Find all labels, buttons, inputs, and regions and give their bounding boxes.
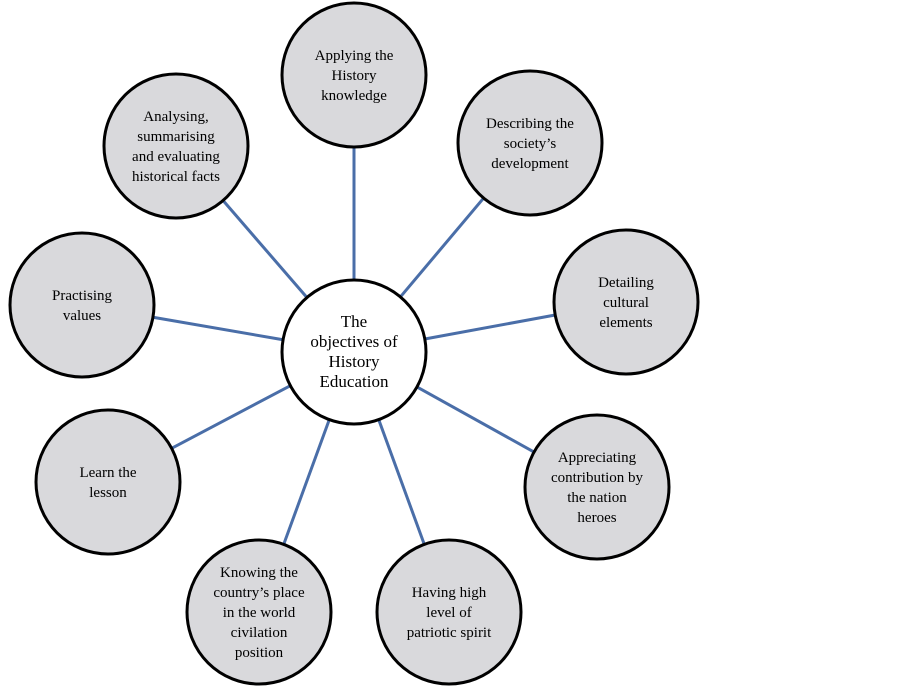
- label-line: country’s place: [213, 585, 305, 601]
- connector-line: [377, 419, 426, 545]
- objective-node: [185, 538, 333, 686]
- node-label: Having high level of patriotic spirit: [407, 585, 492, 641]
- label-line: History: [332, 68, 378, 84]
- label-line: in the world: [223, 605, 296, 621]
- connector-line: [424, 313, 556, 341]
- objective-node: [523, 413, 671, 561]
- node-label: Learn the lesson: [79, 465, 136, 501]
- node-label: Detailing cultural elements: [598, 275, 654, 331]
- label-line: Knowing the: [220, 565, 298, 581]
- label-line: objectives of: [310, 332, 398, 351]
- connector-line: [399, 197, 485, 298]
- label-line: society’s: [504, 136, 557, 152]
- objective-node: [34, 408, 182, 556]
- label-line: Having high: [412, 585, 487, 601]
- connector-line: [282, 419, 331, 545]
- label-line: contribution by: [551, 470, 644, 486]
- label-line: The: [341, 312, 367, 331]
- node-label: Appreciating contribution by the nation her…: [551, 450, 644, 526]
- center-node: [280, 278, 428, 426]
- label-line: summarising: [137, 129, 215, 145]
- label-line: and evaluating: [132, 149, 220, 165]
- label-line: values: [63, 308, 101, 324]
- label-line: the nation: [567, 490, 627, 506]
- objective-node: [552, 228, 700, 376]
- label-line: lesson: [89, 485, 127, 501]
- connector-line: [170, 384, 292, 450]
- objective-node: [8, 231, 156, 379]
- objective-node: [280, 1, 428, 149]
- label-line: History: [329, 352, 381, 371]
- node-label: Describing the society’s development: [486, 116, 574, 172]
- label-line: development: [491, 156, 569, 172]
- label-line: Detailing: [598, 275, 654, 291]
- node-label: Analysing, summarising and evaluating histo…: [132, 109, 220, 185]
- label-line: Learn the: [79, 465, 136, 481]
- label-line: patriotic spirit: [407, 625, 492, 641]
- label-line: heroes: [577, 510, 616, 526]
- label-line: cultural: [603, 295, 649, 311]
- connector-line: [221, 199, 309, 299]
- objective-node: [375, 538, 523, 686]
- label-line: elements: [599, 315, 652, 331]
- connector-line: [152, 315, 284, 342]
- label-line: level of: [426, 605, 471, 621]
- node-label: Knowing the country’s place in the world ci…: [213, 565, 305, 661]
- label-line: Describing the: [486, 116, 574, 132]
- label-line: position: [235, 645, 284, 661]
- node-label: Practising values: [52, 288, 112, 324]
- objective-node: [456, 69, 604, 217]
- label-line: historical facts: [132, 169, 220, 185]
- connector-line: [416, 385, 535, 454]
- label-line: civilation: [231, 625, 288, 641]
- label-line: Practising: [52, 288, 112, 304]
- label-line: Analysing,: [143, 109, 208, 125]
- objective-node: [102, 72, 250, 220]
- label-line: Applying the: [315, 48, 394, 64]
- label-line: Education: [320, 372, 389, 391]
- label-line: Appreciating: [558, 450, 637, 466]
- label-line: knowledge: [321, 88, 387, 104]
